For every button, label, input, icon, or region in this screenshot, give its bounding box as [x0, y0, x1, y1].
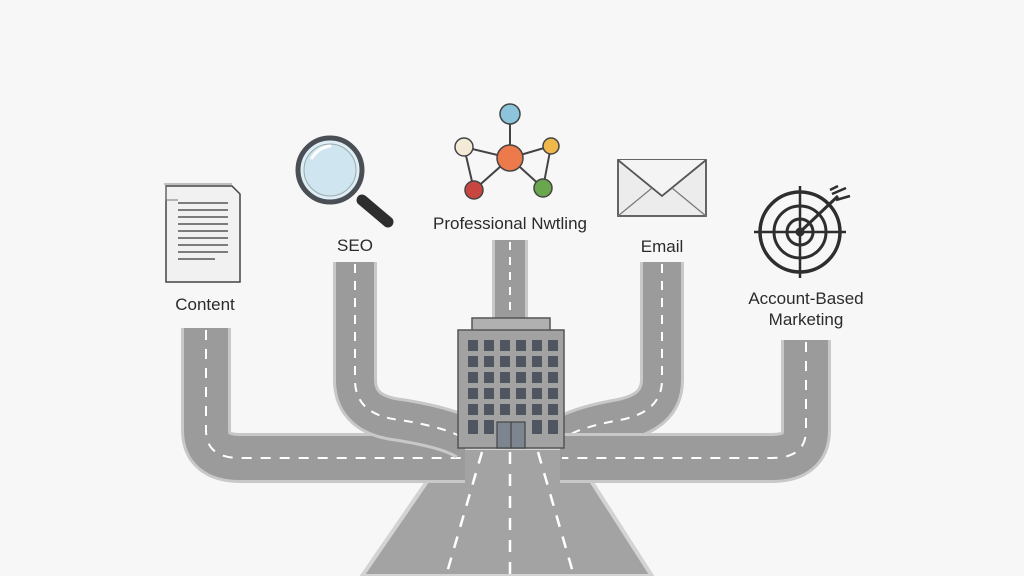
- channel-label-seo: SEO: [337, 236, 373, 255]
- office-building-icon: [457, 317, 565, 449]
- building-windows: [468, 340, 558, 434]
- building-window: [500, 340, 510, 351]
- target-icon: [754, 184, 851, 278]
- building-window: [532, 388, 542, 399]
- building-window: [468, 356, 478, 367]
- building-window: [500, 372, 510, 383]
- building-window: [532, 372, 542, 383]
- building-window: [484, 388, 494, 399]
- building-window: [516, 356, 526, 367]
- building-window: [484, 404, 494, 415]
- envelope-icon: [617, 159, 707, 217]
- building-window: [484, 372, 494, 383]
- building-window: [484, 340, 494, 351]
- building-window: [532, 404, 542, 415]
- building-window: [516, 404, 526, 415]
- building-window: [468, 388, 478, 399]
- building-window: [548, 404, 558, 415]
- building-window: [532, 420, 542, 434]
- building-window: [500, 356, 510, 367]
- road-network: [181, 240, 831, 576]
- building-window: [548, 356, 558, 367]
- building-window: [516, 340, 526, 351]
- network-graph-icon: [454, 103, 560, 200]
- building-window: [500, 404, 510, 415]
- building-window: [468, 404, 478, 415]
- building-window: [484, 356, 494, 367]
- building-window: [500, 388, 510, 399]
- building-window: [532, 340, 542, 351]
- building-window: [548, 388, 558, 399]
- building-window: [468, 420, 478, 434]
- building-window: [468, 372, 478, 383]
- building-window: [548, 340, 558, 351]
- magnifying-glass-icon: [295, 135, 394, 228]
- building-window: [484, 420, 494, 434]
- channel-label-email: Email: [640, 237, 684, 256]
- building-window: [532, 356, 542, 367]
- channel-label-content: Content: [175, 295, 235, 314]
- building-window: [548, 420, 558, 434]
- building-window: [468, 340, 478, 351]
- channel-label-networking: Professional Nwtling: [432, 214, 587, 233]
- channel-label-abm: Account-Based Marketing: [748, 289, 864, 329]
- document-icon: [164, 183, 241, 283]
- building-window: [516, 372, 526, 383]
- building-window: [548, 372, 558, 383]
- building-window: [516, 388, 526, 399]
